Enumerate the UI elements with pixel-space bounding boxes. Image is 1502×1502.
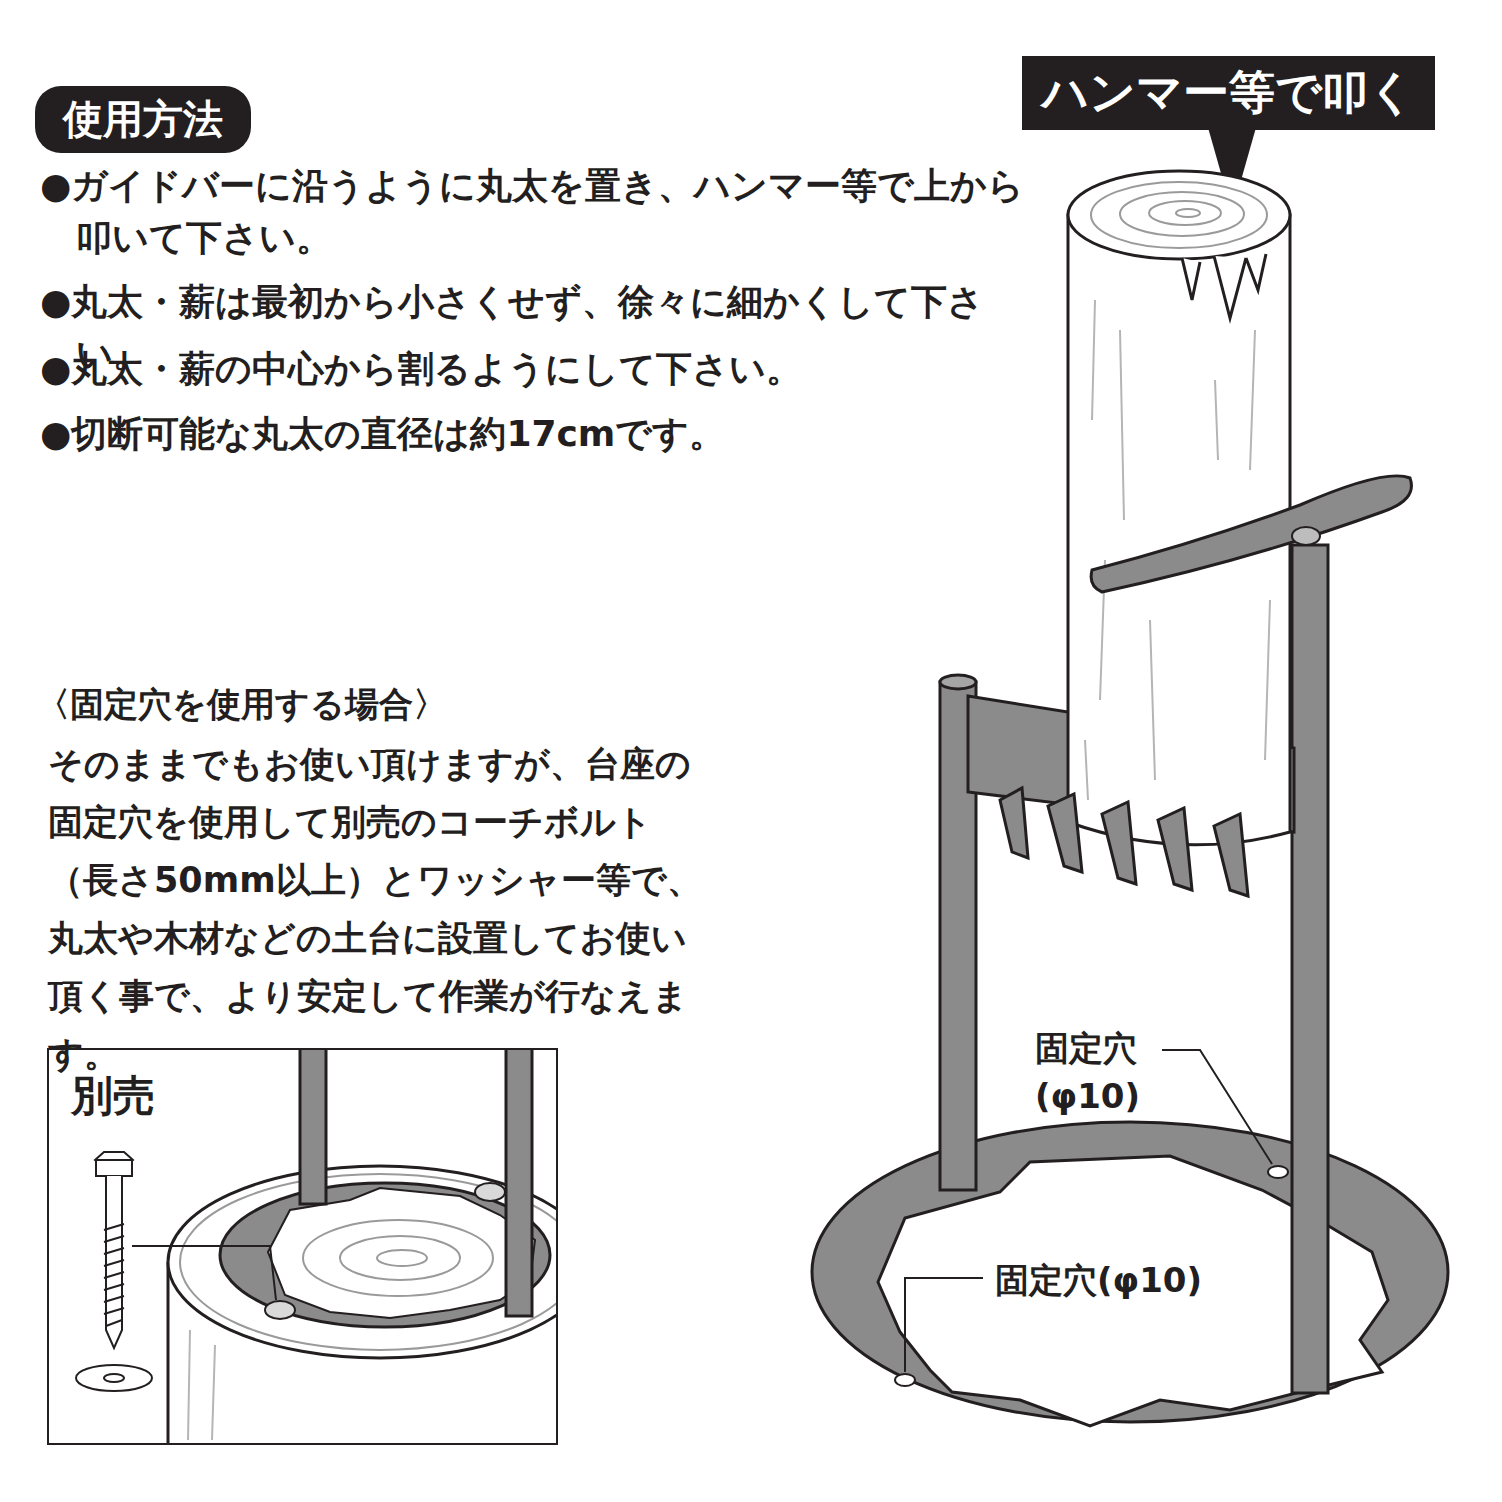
log: [1091, 182, 1267, 248]
guide-bar: [1292, 527, 1320, 545]
guide-bar: [1091, 476, 1411, 592]
inset-illustration: [96, 1160, 132, 1176]
inset-illustration: [180, 1174, 556, 1350]
base-plate: [1268, 1166, 1288, 1178]
instruction-text: ●ガイドバーに沿うように丸太を置き、ハンマー等で上から叩いて下さい。: [40, 160, 1036, 264]
log: [1149, 201, 1221, 225]
inset-illustration: [268, 1188, 535, 1318]
log: [1182, 254, 1266, 318]
node-text: ハンマー等で叩く: [1042, 62, 1415, 124]
inset-illustration: [168, 1166, 556, 1358]
left-rod: [940, 675, 976, 689]
guide-bar: [1091, 476, 1411, 592]
splitting-wedges: [1102, 802, 1136, 884]
splitting-wedges: [1158, 808, 1192, 890]
inset-illustration: [104, 1224, 124, 1326]
leader-line: [1162, 1050, 1272, 1164]
inset-illustration: [132, 1246, 276, 1300]
log: [1068, 171, 1290, 259]
base-plate: [895, 1374, 915, 1386]
section-pill: 使用方法: [35, 86, 251, 153]
leader-line: [905, 1278, 983, 1372]
section-heading: 〈固定穴を使用する場合〉: [36, 680, 736, 728]
inset-illustration: [188, 1330, 215, 1440]
base-plate: [812, 1122, 1448, 1426]
splitting-wedges: [1214, 814, 1248, 896]
inset-illustration: [265, 1301, 295, 1319]
inset-illustration: [303, 1220, 493, 1296]
splitting-wedges: [1048, 794, 1082, 872]
inset-illustration: [76, 1365, 152, 1391]
inset-illustration: [300, 1050, 326, 1204]
node-text: 使用方法: [63, 92, 223, 147]
splitting-wedges: [1000, 788, 1028, 858]
instruction-text: ●丸太・薪の中心から割るようにして下さい。: [40, 343, 1036, 395]
node-text: 別売: [71, 1072, 155, 1120]
inset-box: 別売: [47, 1048, 558, 1445]
inset-illustration: [220, 1183, 550, 1327]
log: [1120, 192, 1244, 236]
log: [1176, 209, 1200, 217]
callout-box: ハンマー等で叩く: [1022, 56, 1435, 130]
instruction-text: ●切断可能な丸太の直径は約17cmです。: [40, 408, 1036, 460]
part-label: 固定穴(φ10): [995, 1256, 1202, 1304]
right-rod: [1292, 545, 1328, 1393]
splitting-wedges: [1000, 788, 1248, 896]
inset-illustration: [104, 1374, 124, 1382]
inset-illustration: [377, 1250, 427, 1266]
note-text: そのままでもお使い頂けますが、台座の固定穴を使用して別売のコーチボルト（長さ50…: [48, 735, 720, 1083]
inset-illustration: [340, 1236, 460, 1280]
right-rod: [1292, 545, 1328, 1393]
log: [1068, 171, 1290, 845]
inset-illustration: [475, 1183, 505, 1201]
inset-illustration: [506, 1050, 532, 1316]
part-label: 固定穴 (φ10): [1035, 1024, 1170, 1120]
